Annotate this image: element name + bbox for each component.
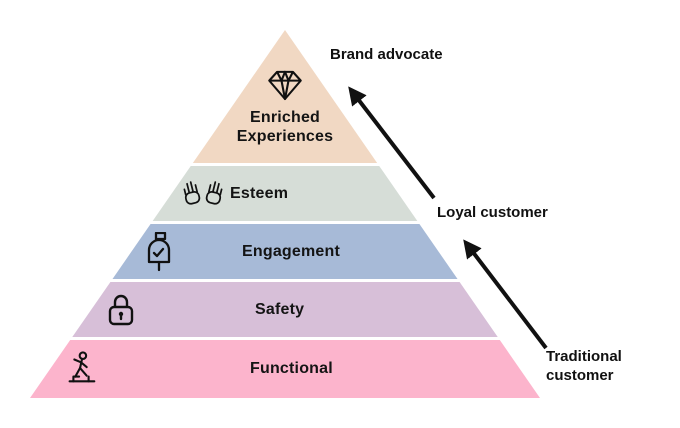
level-band-engagement: Engagement <box>30 224 540 279</box>
level-band-safety: Safety <box>30 282 540 337</box>
level-label: Enriched Experiences <box>236 109 334 146</box>
level-label: Safety <box>255 300 305 318</box>
level-band-functional: Functional <box>30 340 540 398</box>
level-band-enriched-experiences: Enriched Experiences <box>30 30 540 163</box>
mailbox-icon <box>142 231 178 272</box>
raised-hands-icon <box>181 179 225 209</box>
level-label: Functional <box>250 360 333 377</box>
padlock-icon <box>105 292 137 328</box>
diamond-icon <box>264 64 306 106</box>
annotation-traditional-customer: Traditional customer <box>546 348 622 384</box>
level-label: Engagement <box>242 242 341 260</box>
annotation-brand-advocate: Brand advocate <box>330 46 443 63</box>
level-label: Esteem <box>230 184 289 202</box>
exercise-machine-icon <box>62 350 100 388</box>
annotation-loyal-customer: Loyal customer <box>437 204 548 221</box>
